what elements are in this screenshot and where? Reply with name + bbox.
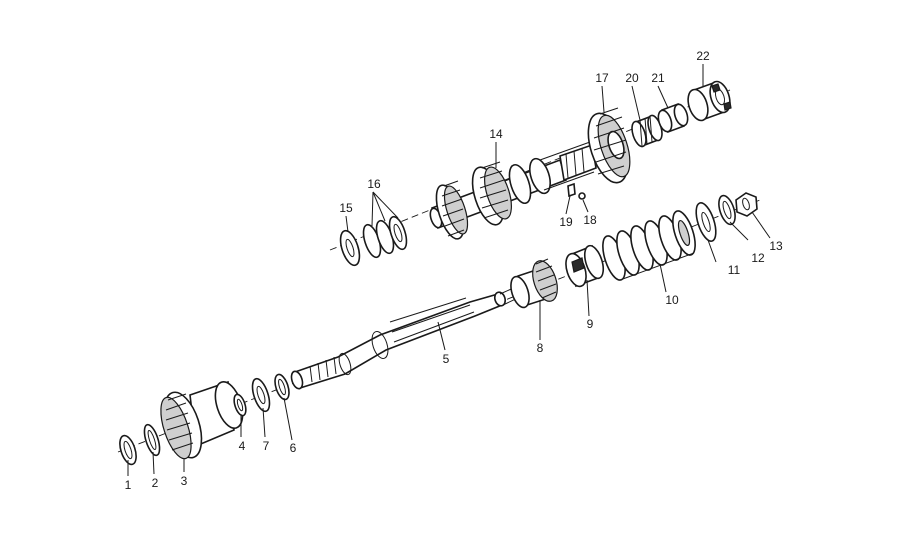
part-10-spring (602, 210, 696, 281)
callout-17: 17 (595, 71, 609, 85)
part-1-circlip (119, 434, 137, 466)
part-14-layshaft-cluster (429, 141, 597, 240)
part-16-shims (362, 215, 408, 259)
part-15-washer (339, 229, 361, 267)
part-18-ball (578, 192, 586, 200)
part-9-dog-clutch (565, 244, 605, 288)
part-19-pin (567, 182, 576, 198)
callout-11: 11 (728, 263, 741, 277)
callout-21: 21 (651, 71, 665, 85)
part-5-main-shaft (290, 285, 523, 390)
callout-22: 22 (696, 49, 710, 63)
part-4-ring (233, 393, 247, 417)
callout-18: 18 (583, 213, 597, 227)
callout-5: 5 (443, 352, 450, 366)
callout-6: 6 (290, 441, 297, 455)
part-11-washer (695, 202, 717, 242)
callout-19: 19 (559, 215, 573, 229)
callout-2: 2 (152, 476, 159, 490)
part-17-gear (587, 107, 631, 184)
callout-labels: 1 2 3 4 5 6 7 8 9 10 11 12 13 14 15 16 1… (125, 49, 783, 492)
callout-10: 10 (665, 293, 679, 307)
main-shaft-assembly (117, 192, 761, 466)
layshaft-assembly (329, 80, 732, 267)
part-3-gear (160, 380, 244, 460)
callout-20: 20 (625, 71, 639, 85)
callout-13: 13 (769, 239, 783, 253)
callout-1: 1 (125, 478, 132, 492)
part-12-ring (718, 194, 736, 226)
part-2-washer (143, 423, 161, 457)
callout-7: 7 (263, 439, 270, 453)
callout-4: 4 (239, 439, 246, 453)
callout-14: 14 (489, 127, 503, 141)
leader-lines (127, 64, 771, 476)
callout-8: 8 (537, 341, 544, 355)
callout-12: 12 (751, 251, 765, 265)
callout-15: 15 (339, 201, 353, 215)
part-7-washer (251, 377, 271, 413)
callout-3: 3 (181, 474, 188, 488)
callout-9: 9 (587, 317, 594, 331)
part-13-nut (735, 192, 758, 217)
part-22-dog-ring (687, 80, 732, 122)
part-21-bush (657, 102, 689, 134)
part-6-circlip (274, 373, 290, 401)
callout-16: 16 (367, 177, 381, 191)
part-8-sliding-gear (510, 258, 558, 309)
